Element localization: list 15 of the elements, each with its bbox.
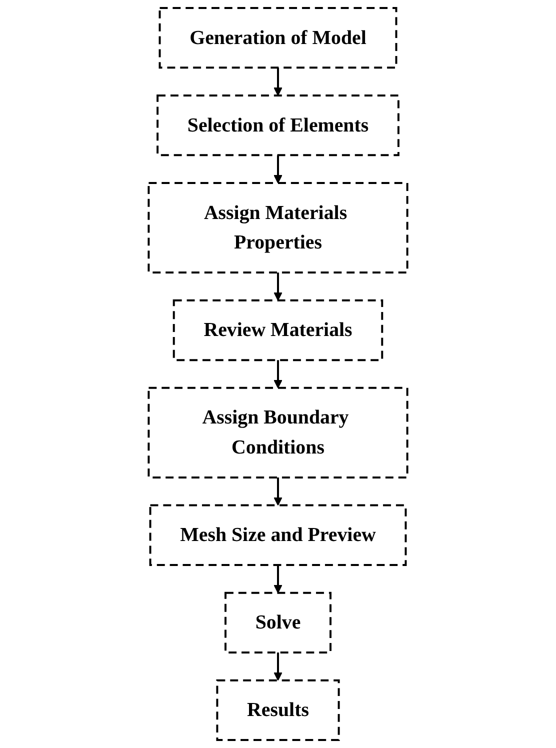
arrow bbox=[274, 272, 282, 301]
node-box: Selection of Elements bbox=[156, 94, 400, 156]
arrow bbox=[274, 360, 282, 388]
node-box: Mesh Size and Preview bbox=[149, 504, 407, 566]
arrow bbox=[274, 155, 282, 184]
node-box: Assign Boundary Conditions bbox=[148, 386, 408, 478]
arrow bbox=[274, 68, 282, 96]
node-box: Assign Materials Properties bbox=[148, 182, 408, 274]
node-box: Review Materials bbox=[172, 299, 384, 362]
node-box: Results bbox=[216, 679, 340, 742]
node-box: Solve bbox=[224, 592, 332, 654]
arrow bbox=[274, 652, 282, 681]
arrow bbox=[274, 564, 282, 594]
node-box: Generation of Model bbox=[158, 6, 398, 69]
arrow bbox=[274, 477, 282, 506]
